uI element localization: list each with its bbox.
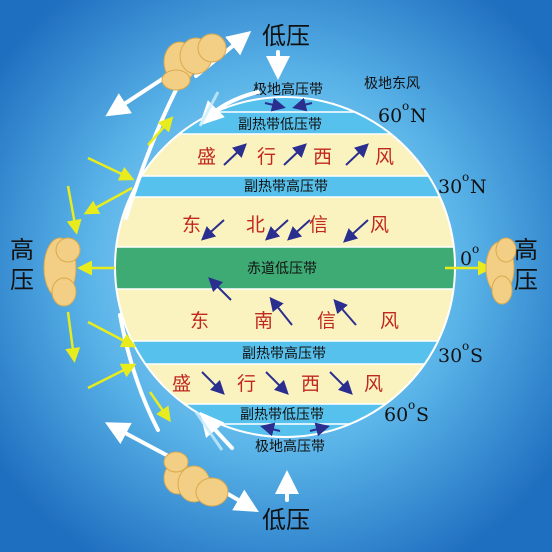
label-subtropical-high-s: 副热带高压带 <box>242 345 326 362</box>
wind-char: 东 <box>182 214 201 236</box>
lat-value: 0 <box>460 248 472 270</box>
yellow-arrow <box>66 185 82 235</box>
ne-trade-arrow <box>343 219 369 243</box>
band-equatorial-low <box>115 247 455 289</box>
latitude-0: 0 o <box>460 242 479 270</box>
label-subpolar-low-n: 副热带低压带 <box>238 117 322 133</box>
westerly-arrow-n <box>223 143 247 166</box>
yellow-arrow <box>87 363 137 390</box>
wind-char: 盛 <box>172 373 191 395</box>
westerly-arrow-s <box>329 371 353 395</box>
se-trades-text: 东 南 信 风 <box>190 310 399 332</box>
label-high-right-2: 压 <box>514 266 538 294</box>
wind-char: 行 <box>257 146 276 168</box>
polar-easterly-arrow-s <box>260 422 281 437</box>
degree-mark: o <box>462 170 469 184</box>
wind-char: 信 <box>317 310 336 332</box>
lat-value: 60 <box>384 404 408 426</box>
ne-trade-arrow <box>265 219 289 241</box>
label-low-top: 低压 <box>262 22 310 50</box>
wind-char: 南 <box>254 310 273 332</box>
westerly-arrow-s <box>201 371 225 395</box>
latitude-30n: 30 o N <box>438 170 487 198</box>
label-subtropical-high-n: 副热带高压带 <box>244 178 328 195</box>
cloud-icon <box>163 451 229 507</box>
degree-mark: o <box>408 398 415 412</box>
yellow-arrow <box>147 116 174 146</box>
se-trade-arrow <box>269 296 293 326</box>
degree-mark: o <box>462 339 469 353</box>
yellow-arrow <box>87 156 135 181</box>
flow-arrow <box>105 72 172 117</box>
ne-trades-text: 东 北 信 风 <box>182 214 389 236</box>
wind-char: 风 <box>375 146 394 168</box>
degree-mark: o <box>402 99 409 113</box>
polar-easterly-arrow <box>292 97 313 112</box>
westerly-arrow-n <box>283 143 307 166</box>
degree-mark: o <box>472 242 479 256</box>
latitude-60n: 60 o N <box>378 99 427 127</box>
yellow-arrow <box>148 391 171 423</box>
band-subtropical-high-n <box>115 176 455 197</box>
lat-value: 30 <box>438 345 462 367</box>
lat-value: 30 <box>438 176 462 198</box>
lat-value: 60 <box>378 105 402 127</box>
ne-trade-arrow <box>287 219 311 241</box>
label-equatorial-low: 赤道低压带 <box>247 261 317 277</box>
yellow-arrow <box>87 320 137 348</box>
band-subtropical-high-s <box>115 341 455 364</box>
westerly-arrow-n <box>345 143 369 166</box>
yellow-arrow <box>83 186 133 215</box>
se-trade-arrow <box>333 298 357 326</box>
polar-easterly-arrow <box>264 97 286 112</box>
cloud-icon <box>43 237 81 307</box>
ne-trade-arrow <box>201 219 225 241</box>
label-high-left-1: 高 <box>10 236 34 264</box>
lat-suffix: S <box>470 345 483 367</box>
flow-arrow <box>199 90 260 126</box>
polar-easterly-arrow-s <box>309 422 330 437</box>
cloud-icon <box>485 237 517 305</box>
cloud-icon <box>161 33 227 91</box>
latitude-60s: 60 o S <box>384 398 429 426</box>
se-trade-arrow <box>208 277 232 301</box>
label-polar-high-n: 极地高压带 <box>253 81 323 98</box>
wind-char: 北 <box>246 214 265 236</box>
label-subpolar-low-s: 副热带低压带 <box>240 407 324 423</box>
label-polar-easterlies: 极地东风 <box>364 76 420 92</box>
wind-arrows <box>201 97 369 437</box>
wind-char: 风 <box>380 310 399 332</box>
yellow-flow-arrows <box>65 116 493 423</box>
wind-char: 行 <box>237 373 256 395</box>
yellow-arrow <box>65 311 81 363</box>
wind-char: 风 <box>370 214 389 236</box>
westerlies-s-text: 盛 行 西 风 <box>172 373 383 395</box>
lat-suffix: N <box>470 176 487 198</box>
westerlies-n-text: 盛 行 西 风 <box>197 146 394 168</box>
flow-arrow <box>104 422 174 460</box>
flow-arrow <box>199 411 234 450</box>
lat-suffix: N <box>410 105 427 127</box>
wind-char: 西 <box>313 146 332 168</box>
wind-char: 西 <box>301 373 320 395</box>
band-se-trades <box>115 289 455 341</box>
flow-arrow <box>124 80 182 220</box>
latitude-30s: 30 o S <box>438 339 483 367</box>
label-polar-high-s: 极地高压带 <box>255 438 325 455</box>
clouds <box>43 33 517 507</box>
westerly-arrow-s <box>265 371 289 395</box>
wind-char: 盛 <box>197 146 216 168</box>
wind-char: 风 <box>364 373 383 395</box>
label-high-right-1: 高 <box>514 236 538 264</box>
wind-char: 信 <box>309 214 328 236</box>
band-ne-trades <box>115 197 455 247</box>
label-high-left-2: 压 <box>10 266 34 294</box>
lat-suffix: S <box>416 404 429 426</box>
label-low-bottom: 低压 <box>262 506 310 534</box>
wind-char: 东 <box>190 310 209 332</box>
